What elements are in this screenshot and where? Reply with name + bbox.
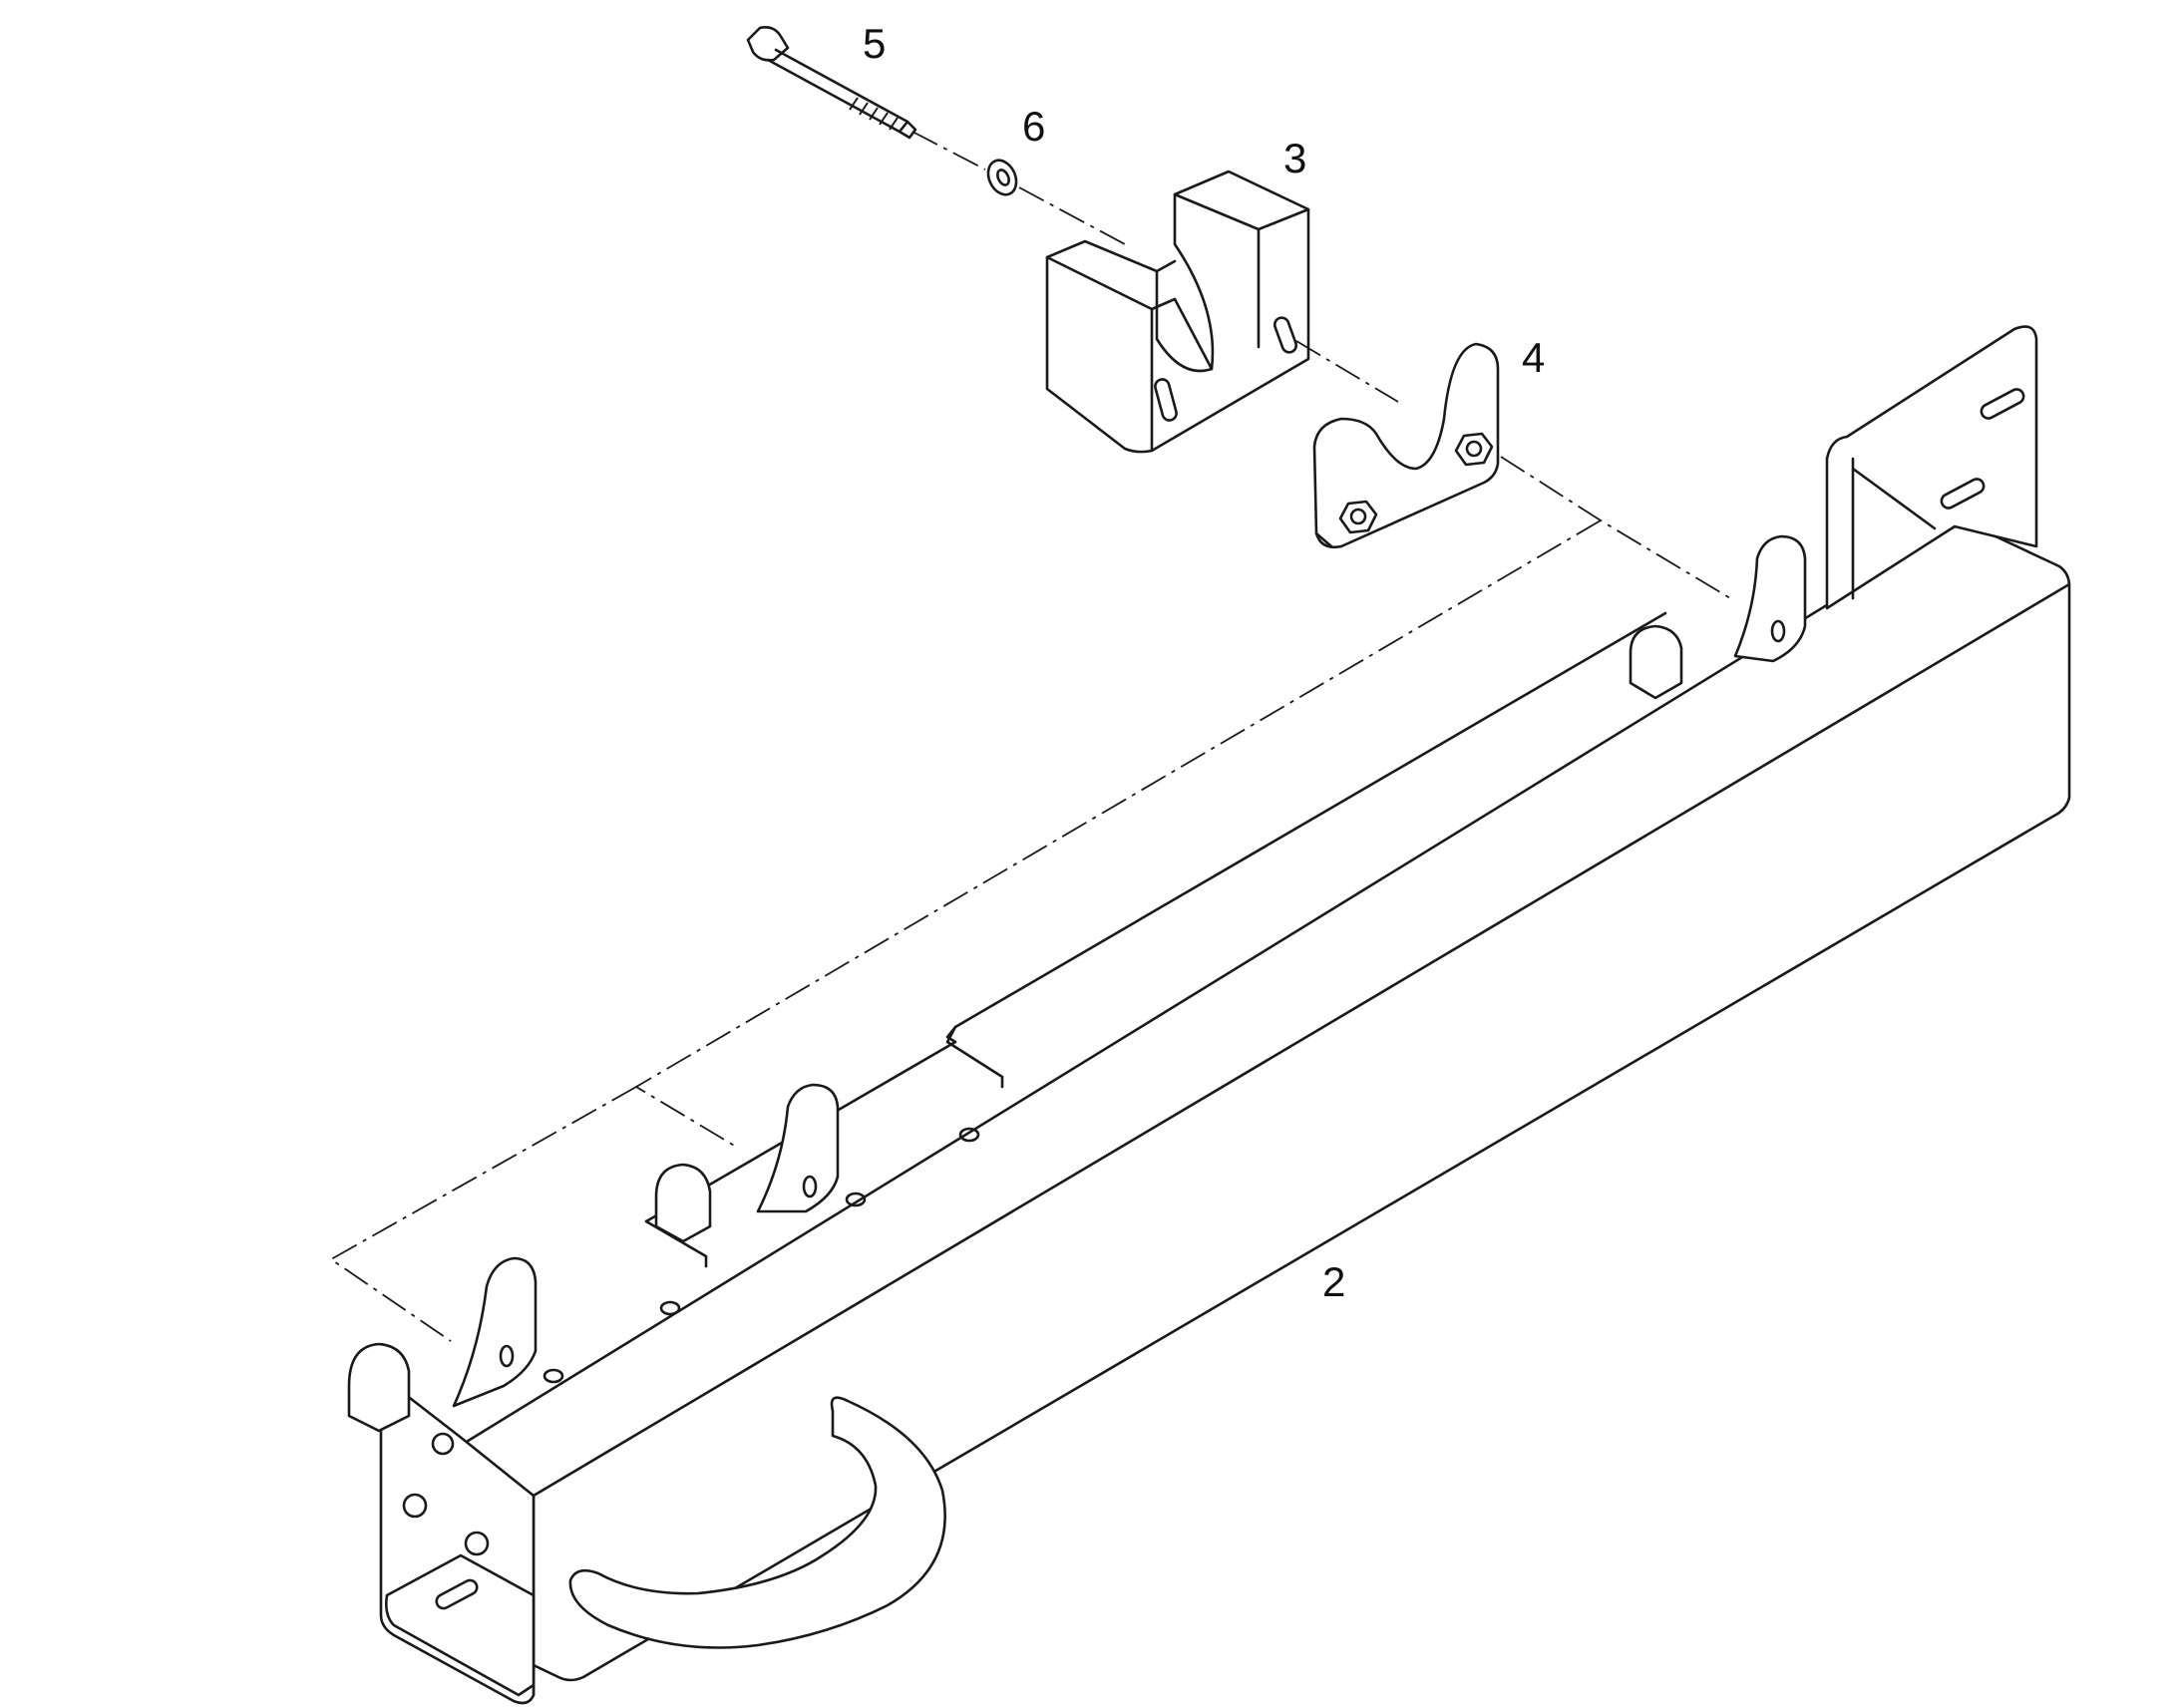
assembly-lines <box>329 131 1731 1342</box>
washer-part-6[interactable] <box>983 156 1022 199</box>
callouts: 2 3 4 5 6 <box>863 20 1545 1305</box>
block-part-3[interactable] <box>1045 170 1310 454</box>
callout-5: 5 <box>863 20 886 67</box>
plate-part-4[interactable] <box>1312 342 1500 548</box>
callout-3: 3 <box>1283 135 1306 181</box>
frame-part-2[interactable] <box>347 325 2071 1705</box>
callout-6: 6 <box>1022 103 1045 150</box>
hex-nut-icon <box>1454 432 1494 467</box>
callout-4: 4 <box>1522 334 1545 381</box>
callout-2: 2 <box>1322 1258 1345 1305</box>
hex-nut-icon <box>1338 500 1378 534</box>
bolt-part-5[interactable] <box>746 26 917 140</box>
